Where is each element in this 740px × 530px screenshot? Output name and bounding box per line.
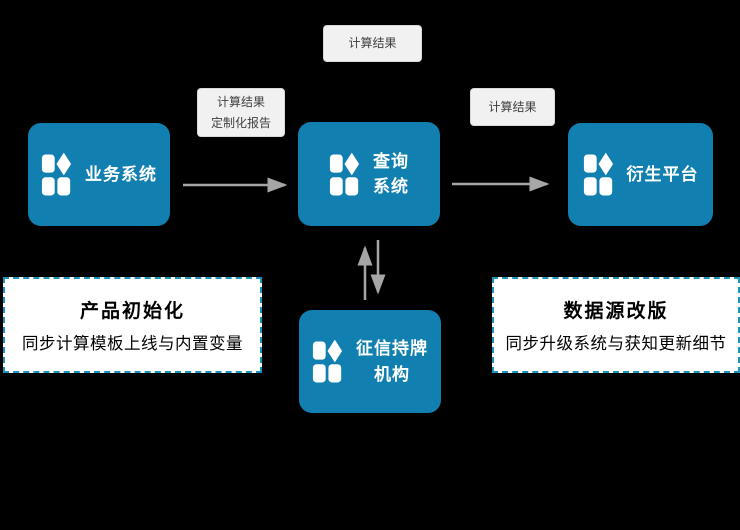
edge-label-text: 计算结果	[216, 95, 265, 110]
note-subtitle: 同步升级系统与获知更新细节	[505, 335, 727, 353]
edge-label-business-query: 计算结果 定制化报告	[197, 88, 285, 137]
grid-diamond-icon	[329, 152, 360, 195]
note-product-initialization: 产品初始化 同步计算模板上线与内置变量	[3, 277, 262, 373]
edge-label-query-derive: 计算结果	[470, 88, 555, 126]
note-subtitle: 同步计算模板上线与内置变量	[22, 335, 243, 353]
note-datasource-revision: 数据源改版 同步升级系统与获知更新细节	[492, 277, 740, 373]
node-label-line2: 机构	[374, 364, 410, 384]
node-label: 查询 系统	[373, 149, 409, 200]
grid-diamond-icon	[583, 152, 613, 196]
grid-diamond-icon	[41, 152, 72, 196]
node-label-line1: 查询	[373, 151, 409, 171]
node-label: 业务系统	[85, 164, 157, 184]
node-business-system: 业务系统	[28, 123, 170, 226]
node-label-line2: 系统	[373, 177, 409, 196]
edge-label-text: 计算结果	[348, 36, 397, 51]
node-label-line1: 征信持牌	[356, 339, 428, 358]
node-label: 衍生平台	[626, 164, 699, 184]
node-query-system: 查询 系统	[298, 122, 440, 226]
note-title: 产品初始化	[79, 301, 185, 322]
edge-label-text: 计算结果	[488, 99, 537, 114]
edge-label-top-result: 计算结果	[323, 25, 422, 62]
edge-label-text: 定制化报告	[210, 115, 271, 130]
node-derivative-platform: 衍生平台	[568, 123, 713, 226]
grid-diamond-icon	[312, 339, 343, 383]
note-title: 数据源改版	[563, 301, 669, 322]
node-credit-licensed-agency: 征信持牌 机构	[299, 310, 441, 413]
node-label: 征信持牌 机构	[356, 336, 428, 387]
